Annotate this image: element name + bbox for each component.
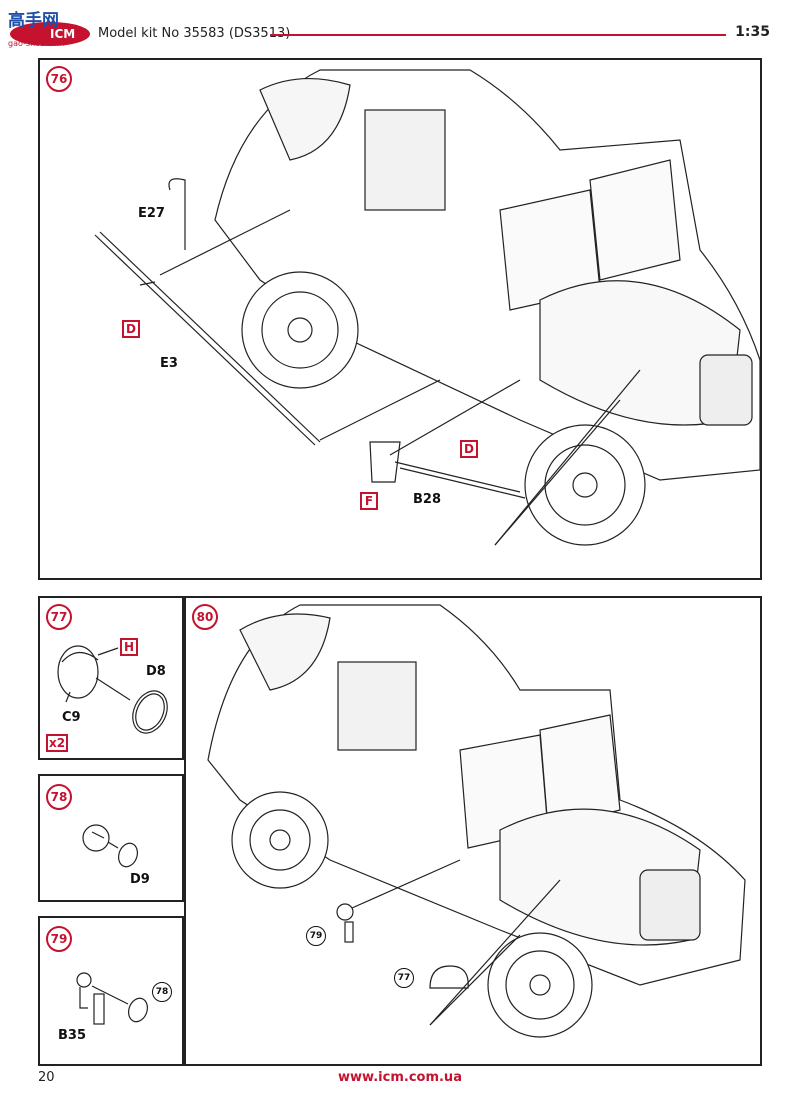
step-ref-77: 77 [394,968,414,988]
step-77-number: 77 [46,604,72,630]
paint-code-d-box: D [122,320,140,338]
part-d9-label: D9 [130,872,150,887]
logo-graphic: 高手网 gao-shou.com ICM [8,10,90,48]
paint-code-f-box: F [360,492,378,510]
quantity-x2-box: x2 [46,734,68,752]
step-80-number: 80 [192,604,218,630]
part-e3-label: E3 [160,356,178,371]
part-b35-label: B35 [58,1028,86,1043]
step-76-panel [38,58,762,580]
step-79-number: 79 [46,926,72,952]
logo-chars: 高手网 [8,10,59,31]
kit-title: Model kit No 35583 (DS3513) [98,26,291,41]
footer-url[interactable]: www.icm.com.ua [338,1070,462,1085]
logo-brand: ICM [50,27,75,41]
site-logo: 高手网 gao-shou.com ICM [4,6,96,48]
paint-code-d-box-2: D [460,440,478,458]
kit-scale: 1:35 [735,24,770,40]
part-e27-label: E27 [138,206,165,221]
paint-code-h-box: H [120,638,138,656]
step-78-number: 78 [46,784,72,810]
page-number: 20 [38,1070,55,1085]
step-ref-79: 79 [306,926,326,946]
logo-url: gao-shou.com [8,39,65,48]
part-b28-label: B28 [413,492,441,507]
step-80-panel [184,596,762,1066]
part-d8-label: D8 [146,664,166,679]
part-c9-label: C9 [62,710,81,725]
step-ref-78: 78 [152,982,172,1002]
header-rule [270,34,726,36]
step-76-number: 76 [46,66,72,92]
page-header: 高手网 gao-shou.com ICM Model kit No 35583 … [0,0,800,50]
